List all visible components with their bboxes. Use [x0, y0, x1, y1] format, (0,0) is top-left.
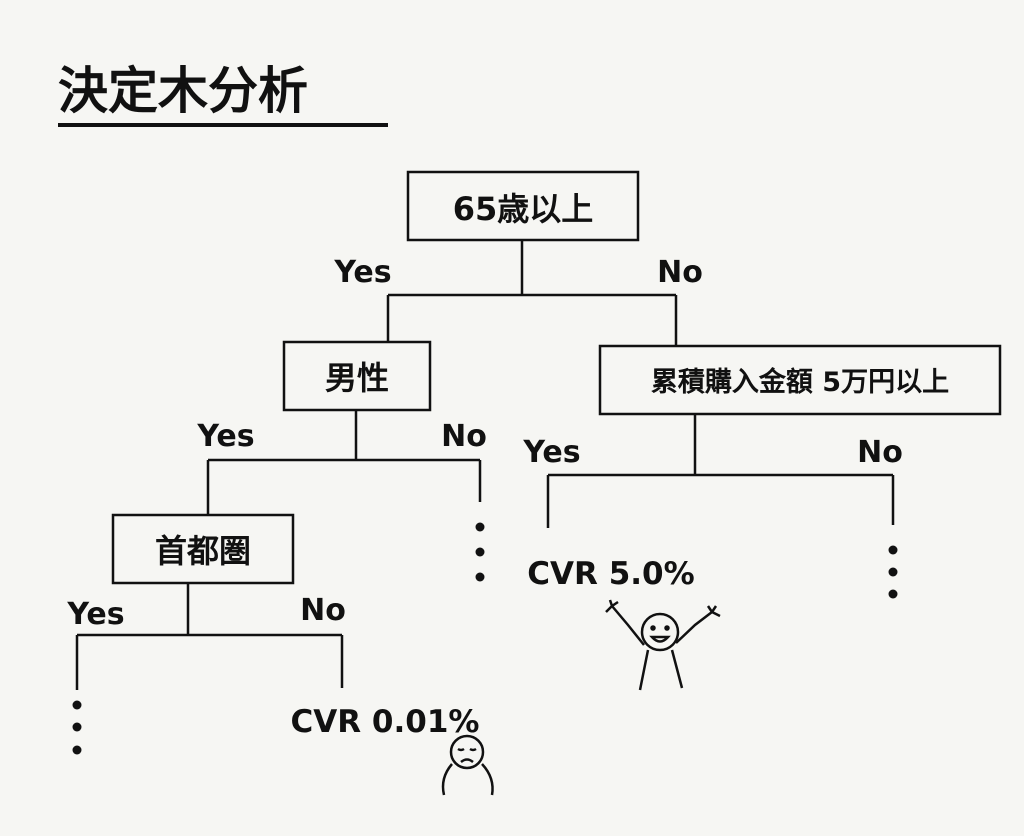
root-no-label: No [657, 255, 703, 290]
ellipsis-icon [475, 522, 485, 582]
purchase-no-label: No [857, 435, 903, 470]
male-yes-label: Yes [196, 419, 254, 454]
result-purchase-yes: CVR 5.0% [527, 556, 694, 592]
happy-person-icon [605, 599, 721, 691]
metro-yes-label: Yes [66, 597, 124, 632]
node-metro-label: 首都圏 [155, 532, 251, 570]
node-purchase [598, 344, 1002, 416]
metro-branches [75, 583, 344, 690]
ellipsis-icon [888, 545, 898, 599]
sad-person-icon [441, 734, 494, 796]
root-yes-label: Yes [333, 255, 391, 290]
node-purchase-label: 累積購入金額 5万円以上 [651, 366, 949, 398]
page-title: 決定木分析 [58, 62, 308, 120]
male-branches [206, 410, 482, 515]
node-male-label: 男性 [325, 359, 389, 397]
node-root-label: 65歳以上 [453, 190, 594, 228]
metro-no-label: No [300, 593, 346, 628]
purchase-yes-label: Yes [522, 435, 580, 470]
node-metro [111, 513, 295, 585]
result-metro-no: CVR 0.01% [291, 704, 480, 740]
root-branches [386, 240, 678, 346]
male-no-label: No [441, 419, 487, 454]
node-male [282, 340, 432, 412]
ellipsis-icon [72, 700, 82, 755]
purchase-branches [546, 414, 895, 528]
